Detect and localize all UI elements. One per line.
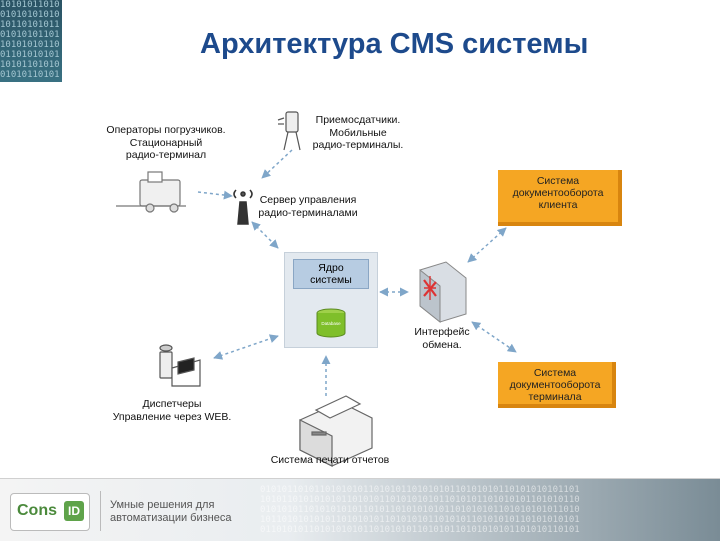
- label-line: Управление через WEB.: [112, 410, 232, 423]
- core-title-line: Ядро: [318, 262, 344, 274]
- label-line: Интерфейс: [414, 326, 470, 338]
- label-line: Приемосдатчики.: [315, 114, 401, 126]
- terminal-doc-system: Система документооборота терминала: [498, 362, 616, 408]
- label-line: радио-терминалы.: [312, 139, 404, 151]
- label-line: Сервер управления: [259, 194, 357, 206]
- arrow-interface-terminal: [471, 321, 517, 353]
- forklift-terminal-icon: [116, 171, 186, 213]
- label-line: радио-терминал: [125, 149, 207, 161]
- label-operators: Операторы погрузчиков. Стационарный ради…: [96, 124, 236, 162]
- slogan-line: Умные решения для: [110, 499, 215, 511]
- box-line: Система: [536, 175, 580, 187]
- label-server: Сервер управления радио-терминалами: [252, 194, 364, 219]
- box-line: клиента: [538, 199, 578, 211]
- label-dispatchers: Диспетчеры Управление через WEB.: [104, 398, 240, 423]
- handheld-terminal-icon: [277, 111, 301, 151]
- label-line: Стационарный: [129, 136, 203, 149]
- label-line: Система печати отчетов: [270, 454, 390, 466]
- label-interface: Интерфейс обмена.: [410, 326, 474, 351]
- arrow-dispatchers-core: [213, 334, 279, 360]
- dispatcher-computer-icon: [159, 344, 201, 387]
- arrow-interface-client: [467, 227, 507, 263]
- client-doc-system: Система документооборота клиента: [498, 170, 622, 226]
- label-line: Мобильные: [329, 126, 387, 139]
- core-title-line: системы: [310, 274, 352, 286]
- arrow-receivers-server: [261, 149, 293, 179]
- binary-decoration: 10101011010 01010101010 10110101011 0101…: [0, 0, 62, 82]
- label-receivers: Приемосдатчики. Мобильные радио-терминал…: [304, 114, 412, 152]
- divider: [100, 491, 101, 531]
- footer-bar: 0101011010110101010110101011010101011010…: [0, 478, 720, 541]
- page-title: Архитектура CMS системы: [200, 28, 589, 60]
- label-line: Операторы погрузчиков.: [106, 124, 226, 136]
- antenna-icon: [233, 189, 253, 225]
- database-icon: Database: [316, 308, 346, 338]
- exchange-server-icon: [419, 261, 467, 324]
- box-line: документооборота: [512, 187, 604, 199]
- slogan: Умные решения для автоматизации бизнеса: [110, 499, 231, 525]
- label-line: радио-терминалами: [258, 206, 358, 219]
- logo-mark: ID: [64, 501, 84, 521]
- logo-text: Cons: [17, 502, 57, 519]
- arrow-operators-server: [197, 190, 233, 200]
- box-line: Система: [533, 367, 577, 379]
- system-core: Ядро системы Database: [284, 252, 378, 348]
- core-title: Ядро системы: [293, 259, 369, 289]
- database-label: Database: [321, 321, 341, 326]
- label-print: Система печати отчетов: [258, 454, 402, 467]
- label-line: Диспетчеры: [142, 398, 202, 410]
- slogan-line: автоматизации бизнеса: [110, 512, 232, 524]
- binary-decoration: 0101011010110101010110101011010101011010…: [260, 485, 580, 535]
- box-line: документооборота: [509, 379, 601, 391]
- arrow-server-core: [251, 221, 279, 249]
- box-line: терминала: [528, 391, 582, 403]
- label-line: обмена.: [422, 338, 462, 351]
- company-logo: Cons ID: [10, 493, 90, 531]
- printer-icon: [299, 395, 373, 467]
